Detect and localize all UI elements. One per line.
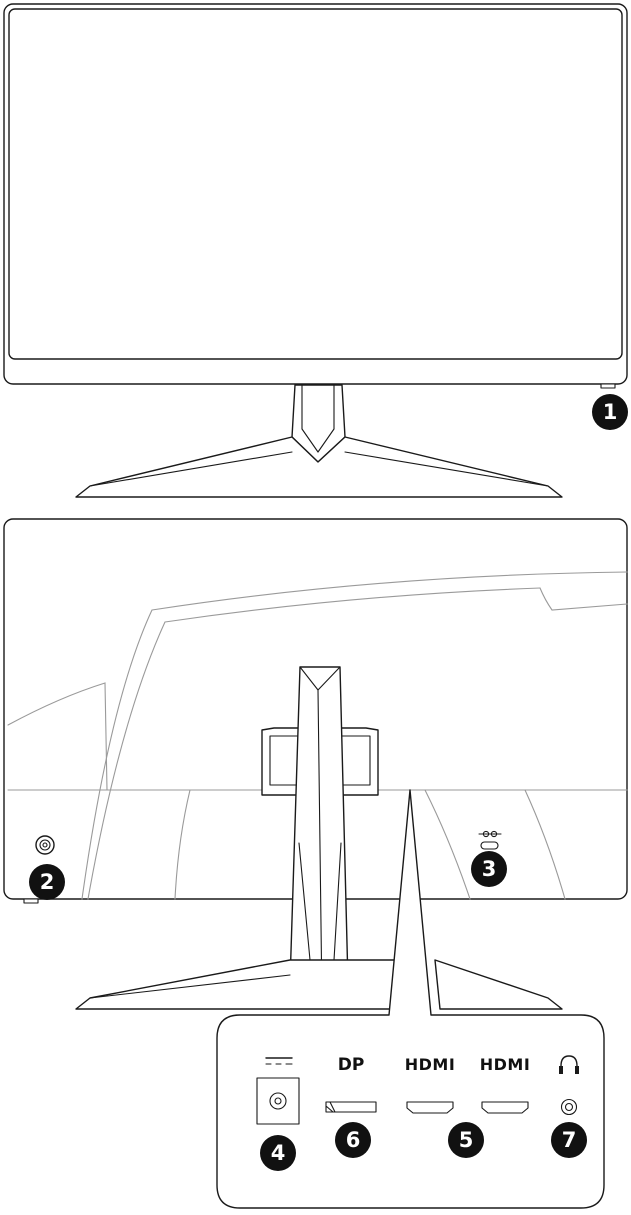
hdmi-2-label: HDMI bbox=[480, 1055, 531, 1074]
front-monitor-body bbox=[3, 3, 628, 385]
front-view: 1 bbox=[3, 3, 628, 498]
power-button-rear[interactable] bbox=[23, 898, 39, 904]
rear-stand-neck bbox=[289, 666, 349, 1004]
navi-key-icon[interactable] bbox=[35, 835, 55, 855]
callout-6: 6 bbox=[335, 1122, 371, 1158]
kensington-lock-icon bbox=[478, 830, 502, 838]
svg-text:6: 6 bbox=[346, 1128, 361, 1152]
svg-text:1: 1 bbox=[603, 400, 618, 424]
dp-label: DP bbox=[338, 1055, 365, 1075]
front-stand bbox=[75, 384, 563, 498]
callout-1: 1 bbox=[592, 394, 628, 430]
svg-text:3: 3 bbox=[482, 857, 497, 881]
rear-design-lines bbox=[7, 571, 628, 900]
svg-text:2: 2 bbox=[40, 870, 55, 894]
hdmi-1-label: HDMI bbox=[405, 1055, 456, 1074]
headphone-icon bbox=[559, 1055, 579, 1074]
hdmi-port-2[interactable] bbox=[481, 1101, 529, 1114]
power-button[interactable] bbox=[600, 383, 616, 389]
rear-stand-base bbox=[75, 959, 563, 1010]
rear-view: 2 3 bbox=[3, 518, 628, 1010]
svg-text:5: 5 bbox=[459, 1128, 474, 1152]
dc-power-icon bbox=[265, 1057, 293, 1065]
callout-4: 4 bbox=[260, 1135, 296, 1171]
kensington-slot[interactable] bbox=[480, 841, 499, 850]
front-screen bbox=[8, 8, 623, 360]
svg-text:4: 4 bbox=[271, 1141, 286, 1165]
callout-5: 5 bbox=[448, 1122, 484, 1158]
dc-power-port[interactable] bbox=[256, 1077, 300, 1125]
port-zoom-panel: 4 DP 6 HDMI HDMI 5 7 bbox=[216, 789, 605, 1209]
hdmi-port-1[interactable] bbox=[406, 1101, 454, 1114]
callout-3: 3 bbox=[471, 851, 507, 887]
headphone-jack[interactable] bbox=[560, 1098, 578, 1116]
displayport-port[interactable] bbox=[325, 1101, 377, 1113]
callout-7: 7 bbox=[551, 1122, 587, 1158]
callout-2: 2 bbox=[29, 864, 65, 900]
svg-text:7: 7 bbox=[562, 1128, 577, 1152]
